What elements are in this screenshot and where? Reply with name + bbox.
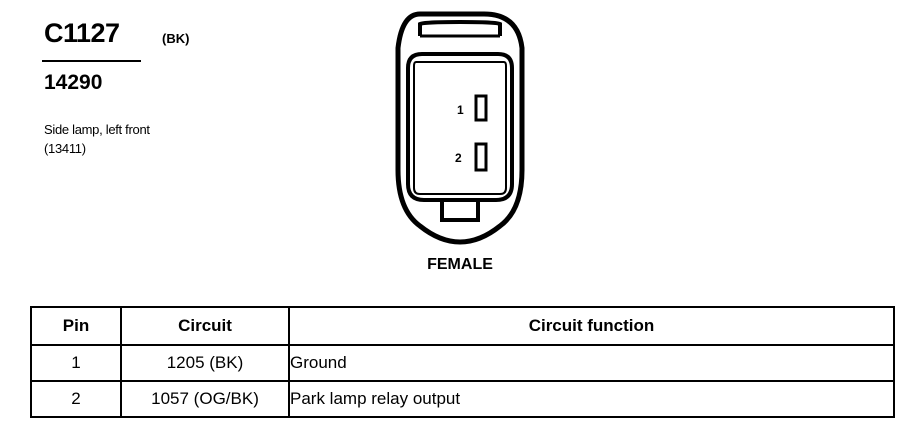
pin-cavity-1 (474, 94, 488, 122)
table-header-row: Pin Circuit Circuit function (30, 306, 895, 346)
connector-id: C1127 (44, 18, 120, 48)
pin-label-2: 2 (455, 151, 462, 165)
pin-cavity-2 (474, 142, 488, 172)
header-circuit-function: Circuit function (288, 306, 895, 346)
table-row: 1 1205 (BK) Ground (30, 344, 895, 382)
table-row: 2 1057 (OG/BK) Park lamp relay output (30, 380, 895, 418)
connector-latch (418, 19, 502, 36)
connector-inner-face (406, 52, 514, 202)
connector-gender-label: FEMALE (427, 256, 493, 273)
cell-pin: 2 (30, 380, 122, 418)
header-pin: Pin (30, 306, 122, 346)
description: Side lamp, left front (13411) (44, 120, 150, 158)
cell-function: Ground (288, 344, 895, 382)
cell-circuit: 1205 (BK) (120, 344, 290, 382)
connector-face-diagram: 1 2 (395, 11, 525, 245)
description-line: Side lamp, left front (44, 122, 150, 137)
cell-function: Park lamp relay output (288, 380, 895, 418)
connector-outer-shell (395, 11, 525, 245)
part-number: 14290 (44, 71, 103, 94)
header-circuit: Circuit (120, 306, 290, 346)
cell-circuit: 1057 (OG/BK) (120, 380, 290, 418)
cell-pin: 1 (30, 344, 122, 382)
connector-id-underline (42, 60, 141, 62)
pin-label-1: 1 (457, 103, 464, 117)
connector-key-tab (440, 200, 480, 222)
description-line: (13411) (44, 141, 86, 156)
color-code: (BK) (162, 31, 190, 46)
pinout-table: Pin Circuit Circuit function 1 1205 (BK)… (30, 306, 895, 418)
